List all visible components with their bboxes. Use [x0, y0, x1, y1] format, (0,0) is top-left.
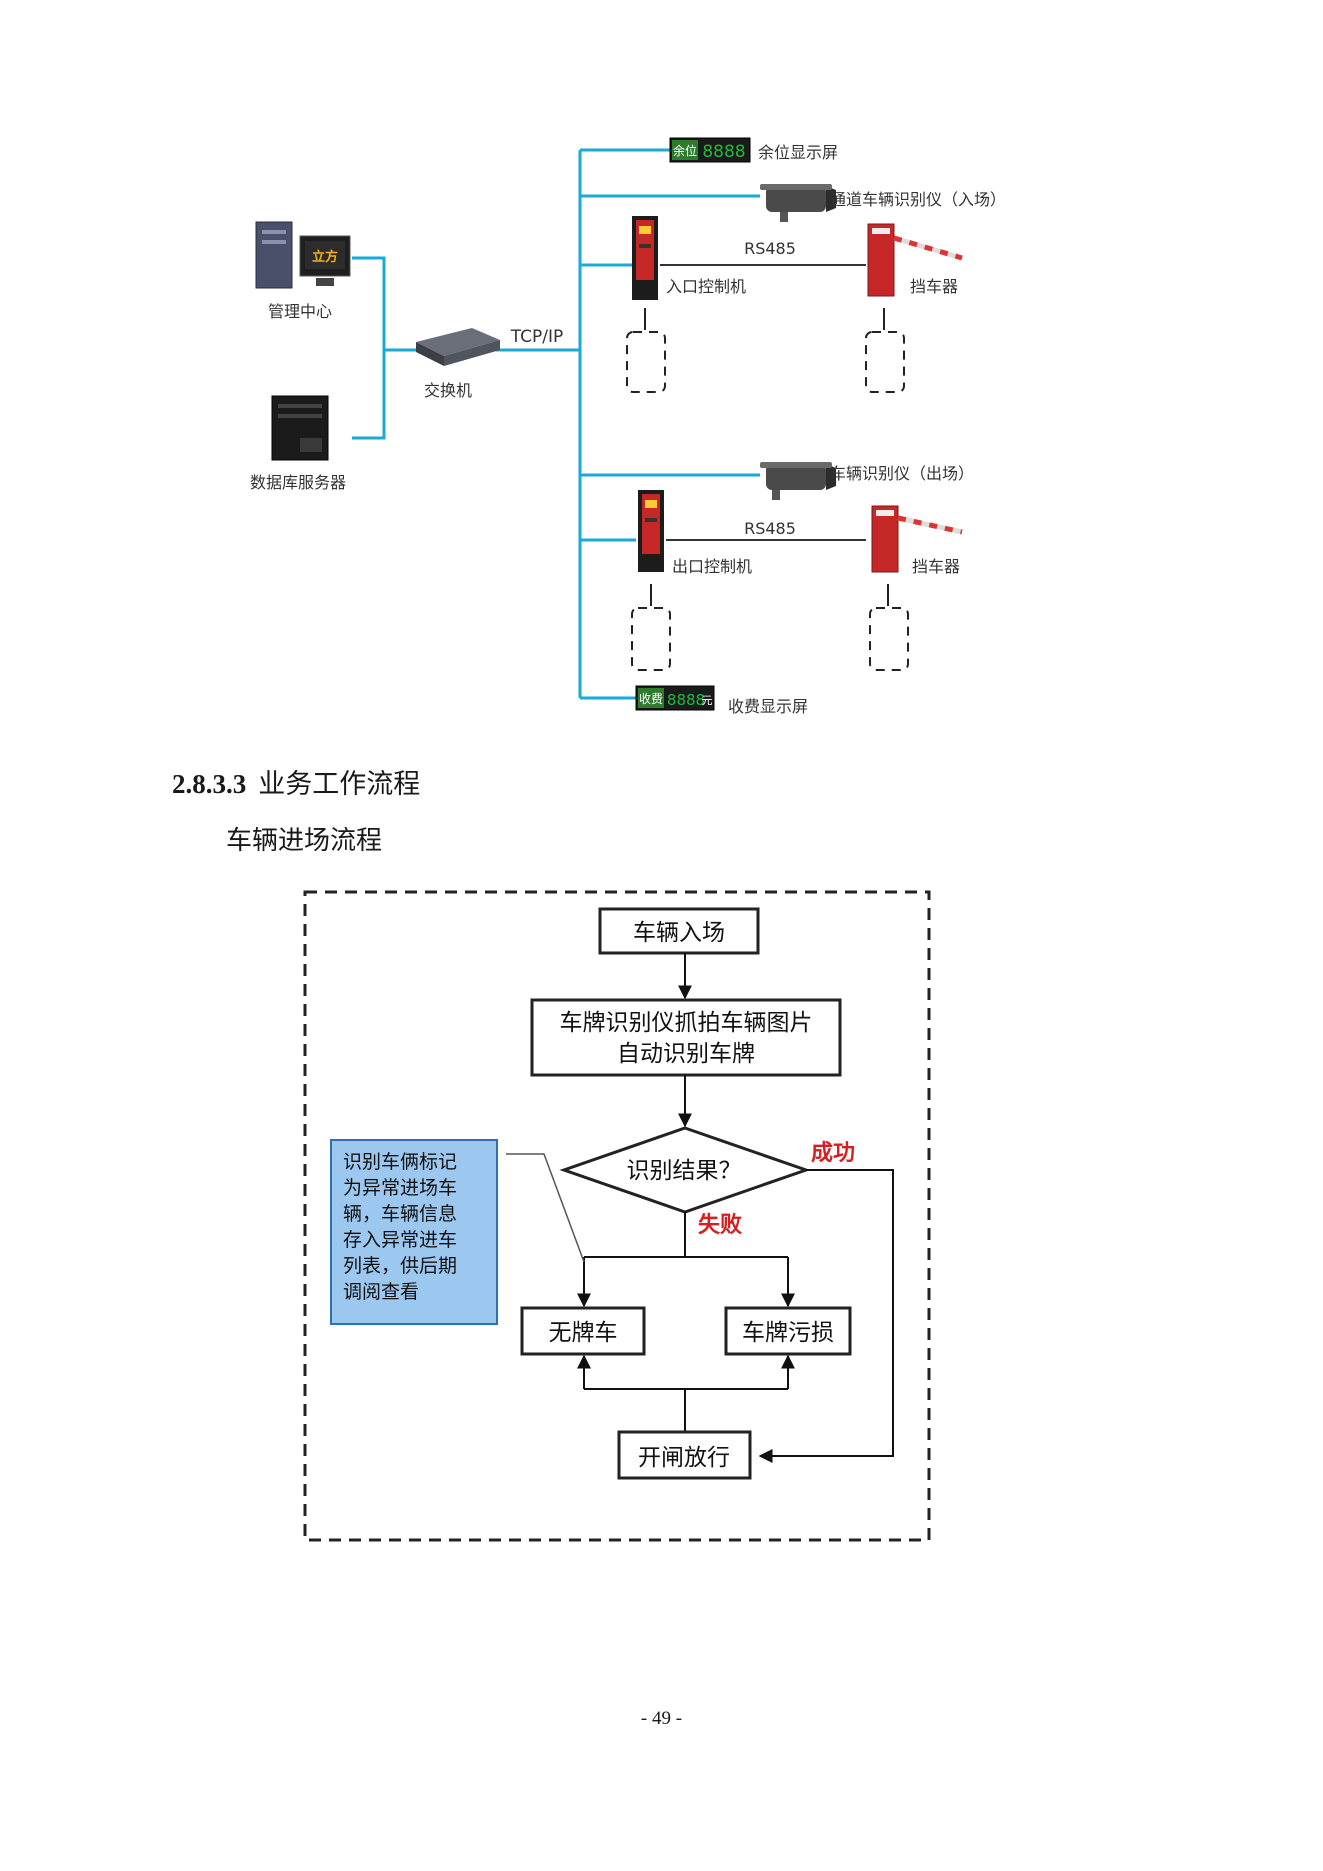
note-line: 为异常进场车 — [343, 1177, 457, 1199]
capture-box-text-line2: 自动识别车牌 — [617, 1041, 755, 1067]
fail-label: 失败 — [698, 1213, 742, 1238]
vehicle-entry-flowchart: 车辆入场 车牌识别仪抓拍车辆图片 自动识别车牌 识别结果？ 成功 失败 无牌车 … — [303, 890, 931, 1542]
fee-display-tag: 收费 — [639, 692, 663, 706]
decision-text: 识别结果？ — [627, 1158, 742, 1184]
exception-note-box — [330, 1139, 498, 1325]
start-box-text: 车辆入场 — [633, 920, 725, 946]
management-computer-icon: 立方 — [255, 221, 351, 289]
fee-display-digits: 8888 — [667, 691, 705, 709]
fee-display-label: 收费显示屏 — [728, 697, 808, 716]
start-box — [598, 907, 760, 955]
exit-controller-label: 出口控制机 — [672, 557, 752, 576]
dirty-plate-box — [724, 1306, 852, 1356]
fee-display-device: 收费 8888 元 — [635, 685, 715, 711]
exit-controller-icon — [638, 490, 664, 572]
dirty-plate-text: 车牌污损 — [742, 1320, 834, 1346]
spaces-display-device: 余位 8888 — [669, 137, 751, 163]
entry-controller-label: 入口控制机 — [666, 277, 746, 296]
no-plate-text: 无牌车 — [549, 1320, 618, 1346]
network-topology-diagram: 立方 管理中心 数据库服务器 交换机 TCP/IP 余位 8888 余位显示屏 — [250, 137, 1006, 716]
note-line: 列表，供后期 — [343, 1255, 457, 1277]
network-bus-lines — [352, 148, 760, 700]
monitor-screen-text: 立方 — [312, 249, 338, 265]
entry-loop-detectors — [626, 308, 905, 393]
management-center-label: 管理中心 — [268, 302, 332, 321]
no-plate-box — [520, 1306, 646, 1356]
open-gate-box — [617, 1430, 752, 1480]
note-line: 存入异常进车 — [343, 1229, 457, 1251]
note-connector-line — [506, 1153, 585, 1263]
entry-controller-icon — [632, 216, 658, 300]
tcpip-label: TCP/IP — [510, 327, 564, 347]
page-number: - 49 - — [640, 1708, 683, 1729]
spaces-display-label: 余位显示屏 — [758, 143, 838, 162]
exit-barrier-icon — [871, 505, 963, 573]
note-line: 辆，车辆信息 — [343, 1203, 457, 1225]
network-switch-icon — [416, 328, 500, 366]
spaces-display-tag: 余位 — [673, 143, 697, 158]
section-number: 2.8.3.3 — [172, 769, 247, 799]
note-line: 调阅查看 — [343, 1281, 419, 1303]
entry-barrier-label: 挡车器 — [910, 277, 958, 296]
open-gate-text: 开闸放行 — [638, 1445, 730, 1471]
note-line: 识别车俩标记 — [343, 1151, 457, 1173]
entry-barrier-icon — [867, 223, 963, 297]
capture-box-text-line1: 车牌识别仪抓拍车辆图片 — [560, 1010, 813, 1036]
section-title: 业务工作流程 — [258, 769, 421, 800]
fee-display-unit: 元 — [702, 694, 713, 707]
database-server-icon — [271, 395, 329, 461]
capture-box — [530, 998, 842, 1077]
exit-camera-label: 车辆识别仪（出场） — [830, 464, 974, 483]
exit-camera-icon — [760, 462, 836, 500]
section-subtitle: 车辆进场流程 — [226, 826, 383, 856]
rs485-exit-label: RS485 — [744, 519, 796, 538]
spaces-display-digits: 8888 — [702, 142, 745, 162]
success-label: 成功 — [811, 1141, 855, 1166]
rs485-entry-label: RS485 — [744, 239, 796, 258]
flowchart-dashed-frame — [303, 890, 931, 1542]
entry-camera-icon — [760, 184, 836, 222]
exit-barrier-label: 挡车器 — [912, 557, 960, 576]
arrow-success-to-open-gate — [758, 1169, 894, 1463]
switch-label: 交换机 — [424, 381, 472, 400]
database-server-label: 数据库服务器 — [250, 473, 346, 492]
entry-camera-label: 通道车辆识别仪（入场） — [830, 190, 1006, 209]
exit-loop-detectors — [631, 584, 909, 671]
exception-note-text: 识别车俩标记 为异常进场车 辆，车辆信息 存入异常进车 列表，供后期 调阅查看 — [343, 1151, 457, 1303]
section-heading: 2.8.3.3 业务工作流程 — [172, 762, 420, 801]
